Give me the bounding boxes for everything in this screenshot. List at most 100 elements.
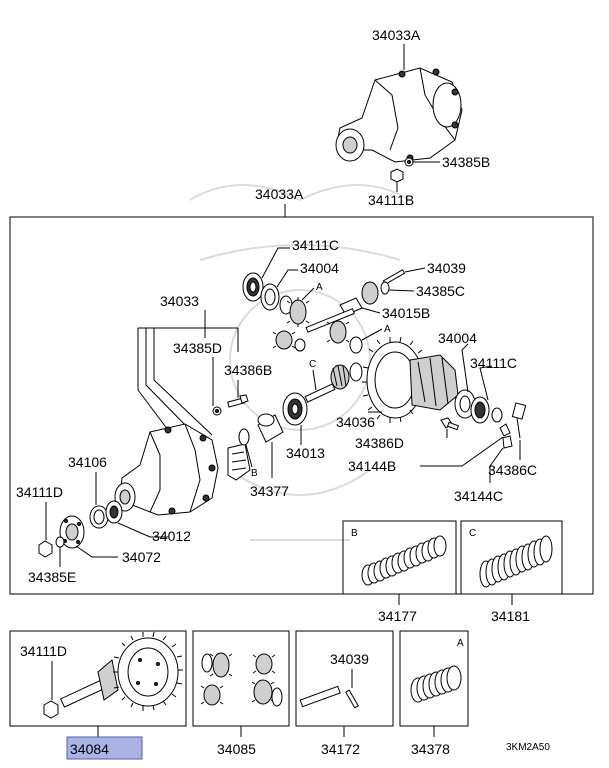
washer-34385b-drawing[interactable]: [404, 157, 414, 167]
side-gear-top-drawing[interactable]: [286, 297, 310, 327]
side-bearing-34004-right-drawing[interactable]: [454, 389, 476, 419]
gear-set-highlight[interactable]: [66, 736, 143, 760]
bracket-34144b-drawing[interactable]: [499, 423, 511, 437]
label-spacer-set-b: 34177: [378, 608, 417, 624]
letter-box-b: B: [351, 528, 358, 539]
label-bracket-34144b: 34144B: [348, 458, 396, 474]
letter-a-upper: A: [316, 282, 323, 293]
nut-34111b-drawing[interactable]: [390, 168, 404, 183]
label-bearing-34111c-top: 34111C: [292, 237, 339, 253]
label-side-bearing-34004: 34004: [438, 330, 477, 346]
label-gear-set: 34084: [70, 741, 109, 757]
bolt-34386b-drawing[interactable]: [212, 394, 249, 416]
bracket-case-group-left-3: [153, 328, 213, 436]
watermark: [189, 184, 411, 541]
shim-set-drawing[interactable]: [410, 665, 462, 703]
label-washer-34385e: 34385E: [28, 569, 76, 585]
gear-set-drawing[interactable]: [43, 631, 183, 719]
letter-b-mid: B: [251, 468, 258, 479]
label-bolt-washer-34385d: 34385D: [173, 340, 222, 356]
diff-gear-set-drawing[interactable]: [200, 652, 283, 707]
leader-letter-c-mid: [312, 369, 317, 391]
drawing-code: 3KM2A50: [506, 742, 550, 753]
bracket-34144c-drawing[interactable]: [502, 435, 513, 449]
label-bolt-34386b: 34386B: [224, 362, 272, 378]
leader-letter-b-mid: [245, 444, 253, 468]
seal-34106-drawing[interactable]: [89, 505, 109, 529]
pin-set-frame[interactable]: [295, 630, 394, 727]
leader-bracket-34144b: [420, 436, 504, 467]
letter-box-c: C: [469, 528, 476, 539]
drive-pinion-drawing[interactable]: [304, 364, 350, 403]
label-case-group: 34033: [160, 293, 199, 309]
leader-shim-34004-top: [276, 269, 298, 288]
label-pin-set: 34172: [321, 741, 360, 757]
label-diff-gear-set: 34085: [217, 741, 256, 757]
kit-main-frame: [9, 216, 594, 595]
letter-c-mid: C: [309, 359, 316, 370]
label-companion-flange: 34106: [68, 454, 107, 470]
label-pin-34039: 34039: [427, 260, 466, 276]
washer-34385e-drawing[interactable]: [55, 536, 65, 548]
leader-seal-34012: [117, 522, 168, 538]
bolt-34386c-drawing[interactable]: [511, 402, 527, 439]
ring-b-drawing[interactable]: [238, 428, 250, 446]
leader-letter-a-mid: [361, 328, 383, 341]
case-34033-drawing[interactable]: [114, 423, 219, 516]
label-spacer-set-c: 34181: [491, 608, 530, 624]
spacer-set-c-drawing[interactable]: [479, 535, 553, 588]
washer-34385c-drawing[interactable]: [361, 281, 390, 305]
label-nut-34111d: 34111D: [16, 484, 63, 500]
label-bracket-34144c: 34144C: [454, 488, 503, 504]
bearing-34013-drawing[interactable]: [282, 392, 308, 426]
label-shim-set: 34378: [411, 741, 450, 757]
label-washer-34385c: 34385C: [416, 283, 465, 299]
leader-washer-34385c: [388, 289, 415, 292]
label-gear-set-nut: 34111D: [20, 643, 67, 659]
leader-letter-a-upper: [301, 287, 315, 301]
label-seal-34012: 34012: [152, 528, 191, 544]
flange-34072-drawing[interactable]: [59, 515, 85, 549]
label-nut-34111b: 34111B: [368, 192, 414, 208]
bolt-34386d-drawing[interactable]: [440, 417, 460, 431]
side-gear-mid-drawing[interactable]: [326, 320, 363, 354]
side-bearing-34111c-right-drawing[interactable]: [470, 396, 490, 424]
bracket-case-group-left-1: [137, 328, 169, 431]
label-shim-34004-top: 34004: [300, 260, 339, 276]
label-bearing-34036: 34036: [336, 414, 375, 430]
leader-pin-34039: [404, 267, 426, 273]
leader-flange-34072: [75, 545, 118, 558]
housing-top-drawing[interactable]: [335, 67, 463, 163]
shim-34004-top-drawing[interactable]: [260, 283, 280, 311]
washer-right-drawing[interactable]: [491, 407, 503, 423]
spacer-set-b-drawing[interactable]: [361, 535, 447, 586]
bracket-case-group-left-2: [145, 328, 191, 431]
label-spacer-34377: 34377: [250, 483, 289, 499]
letter-box-a: A: [457, 638, 464, 649]
bearing-34111c-top-drawing[interactable]: [242, 272, 264, 302]
label-washer-34385b: 34385B: [442, 154, 490, 170]
label-shaft-34015b: 34015B: [382, 305, 430, 321]
bearing-34036-drawing[interactable]: [349, 362, 363, 382]
label-housing-top: 34033A: [372, 27, 421, 43]
label-spacer-34013: 34013: [286, 445, 325, 461]
leader-bracket-34144c: [489, 447, 504, 483]
leader-bearing-34111c-top: [261, 247, 290, 279]
label-kit-main: 34033A: [255, 186, 304, 202]
label-side-bearing-34111c: 34111C: [470, 355, 517, 371]
pin-set-drawing[interactable]: [299, 685, 359, 709]
label-pin-set-inner: 34039: [330, 651, 369, 667]
nut-34111d-drawing[interactable]: [38, 540, 53, 558]
leader-side-bearing-34111c: [479, 365, 493, 401]
ring-gear-diff-case-drawing[interactable]: [362, 336, 459, 423]
label-flange-34072: 34072: [122, 549, 161, 565]
diff-gear-set-frame[interactable]: [192, 630, 290, 727]
label-bolt-34386c: 34386C: [488, 462, 537, 478]
pinion-mate-drawing[interactable]: [272, 330, 306, 352]
spacer-34377-drawing[interactable]: [257, 413, 284, 443]
label-bolt-34386d: 34386D: [355, 435, 404, 451]
letter-a-mid: A: [384, 324, 391, 335]
seal-34012-drawing[interactable]: [105, 500, 123, 524]
